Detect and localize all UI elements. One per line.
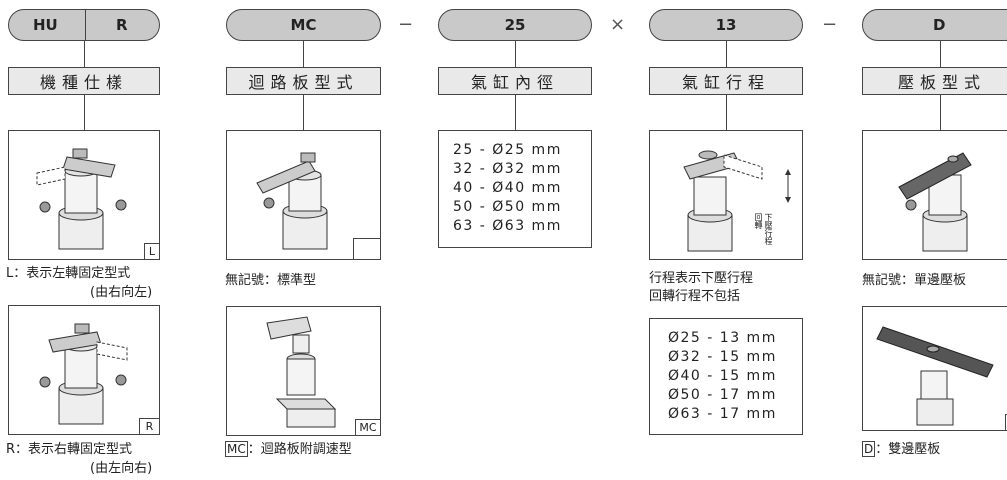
code-separator-dash-2: − [822,14,838,35]
caption-left-rotation: L：表示左轉固定型式 [6,266,131,281]
caption-mc-text: ：迴路板附調速型 [247,442,352,457]
header-clamp-type: 壓板型式 [862,67,1007,95]
stroke-item: Ø50 - 17 mm [668,387,777,403]
clamp-cylinder-mc-illustration [266,316,337,428]
code-separator-times: × [610,14,626,35]
code-mc: MC [290,16,317,34]
stroke-item: Ø32 - 15 mm [668,349,777,365]
bore-item: 63 - Ø63 mm [453,218,562,234]
code-pill-mc: MC [226,9,381,41]
clamp-cylinder-left-illustration [36,148,127,250]
image-mc: MC [226,306,381,436]
code-hu: HU [33,16,58,34]
stroke-item: Ø63 - 17 mm [668,406,777,422]
caption-stroke-1: 行程表示下壓行程 [649,271,754,286]
caption-right-rotation: R：表示右轉固定型式 [6,442,133,457]
caption-mc: MC：迴路板附調速型 [225,441,352,458]
side-label-press-stroke: 下壓行程 [764,213,773,245]
bore-list: 25 - Ø25 mm 32 - Ø32 mm 40 - Ø40 mm 50 -… [438,130,592,248]
stroke-item: Ø25 - 13 mm [668,330,777,346]
tag-l: L [144,243,160,260]
header-bore: 氣缸內徑 [438,67,592,95]
stroke-item: Ø40 - 15 mm [668,368,777,384]
caption-double-clamp: D：雙邊壓板 [862,441,940,458]
stroke-list: Ø25 - 13 mm Ø32 - 15 mm Ø40 - 15 mm Ø50 … [649,318,803,435]
tag-r: R [139,418,160,435]
code-pill-stroke: 13 [649,9,803,41]
code-pill-hu-r: HU R [8,9,160,41]
caption-mc-code: MC [225,441,248,457]
image-single-clamp [862,130,1007,260]
clamp-cylinder-standard-illustration [256,152,328,250]
double-clamp-illustration [876,326,994,426]
image-standard [226,130,381,260]
code-r: R [116,16,128,34]
header-model-spec: 機種仕樣 [8,67,160,95]
code-diameter: 25 [504,16,526,34]
side-label-rotation: 回轉 [754,213,763,229]
tag-mc: MC [355,419,381,436]
bore-item: 40 - Ø40 mm [453,180,562,196]
image-left-rotation: L [8,130,160,260]
bore-item: 25 - Ø25 mm [453,142,562,158]
bore-item: 50 - Ø50 mm [453,199,562,215]
clamp-cylinder-right-illustration [39,323,128,425]
bore-item: 32 - Ø32 mm [453,161,562,177]
clamp-cylinder-stroke-illustration [683,150,791,252]
code-pill-d: D [862,9,1007,41]
header-circuit-type: 迴路板型式 [226,67,381,95]
caption-stroke-2: 回轉行程不包括 [649,289,741,304]
caption-d-text: ：雙邊壓板 [875,442,941,457]
code-separator-dash: − [398,14,414,35]
image-double-clamp: D [862,306,1007,431]
caption-right-direction: (由左向右) [90,461,153,476]
caption-d-code: D [862,441,876,457]
caption-single-clamp: 無記號：單邊壓板 [862,273,967,288]
image-stroke: 回轉 下壓行程 [649,130,803,260]
tag-d: D [1005,414,1007,431]
code-pill-diameter: 25 [438,9,592,41]
header-stroke: 氣缸行程 [649,67,803,95]
single-clamp-illustration [898,152,972,252]
image-right-rotation: R [8,305,160,435]
caption-left-direction: (由右向左) [90,285,153,300]
code-stroke: 13 [715,16,737,34]
code-d: D [933,16,946,34]
caption-standard: 無記號：標準型 [225,273,317,288]
